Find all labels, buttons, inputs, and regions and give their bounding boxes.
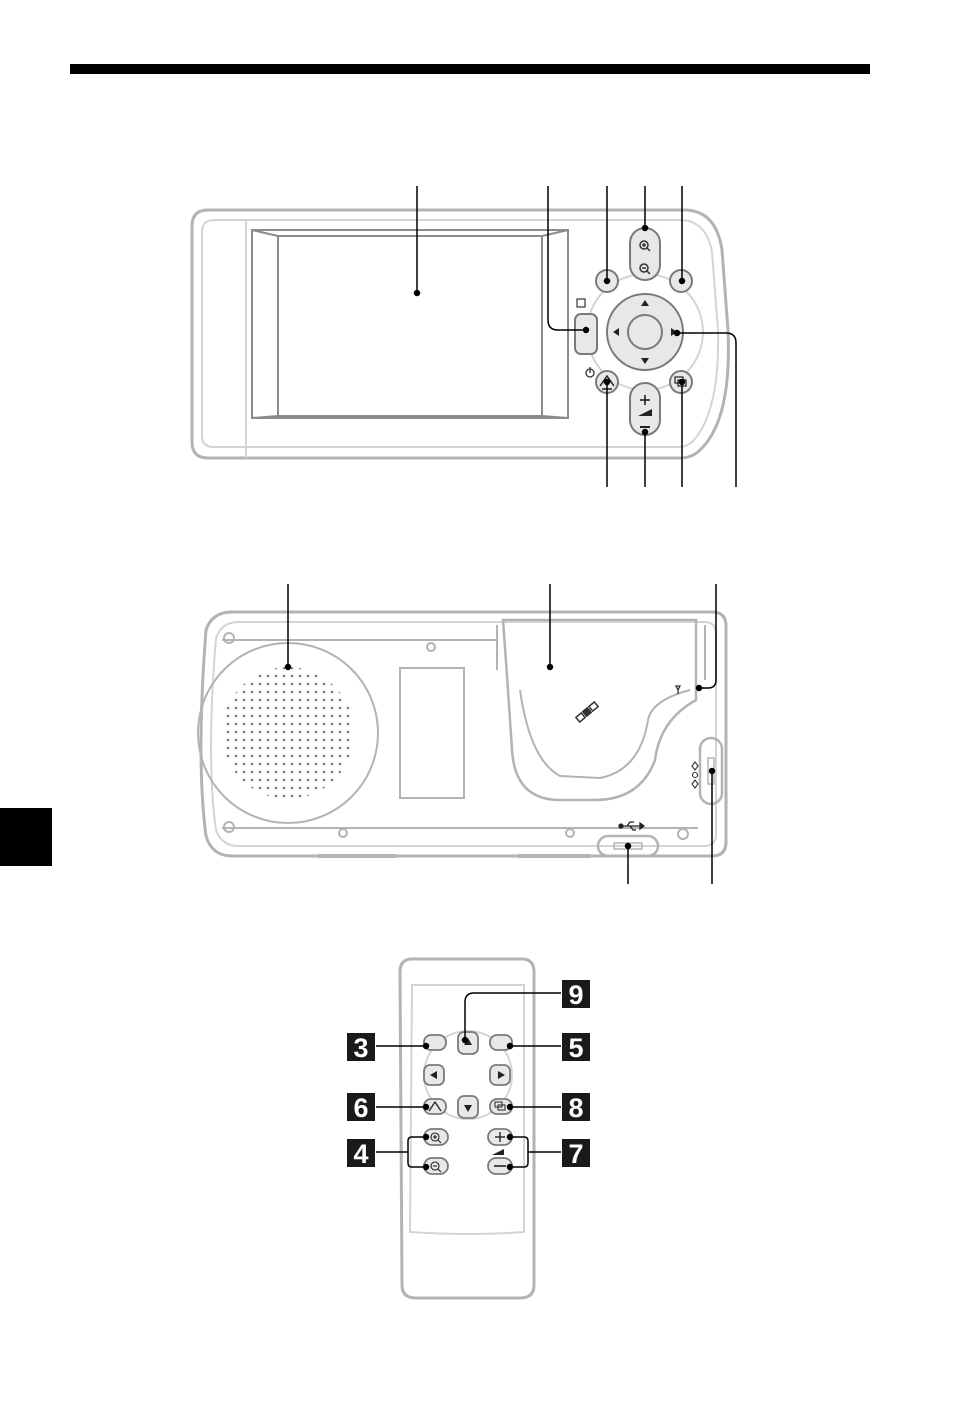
screw bbox=[566, 829, 574, 837]
screw bbox=[427, 643, 435, 651]
dpad-center-button[interactable] bbox=[628, 315, 662, 349]
screen-bezel bbox=[252, 230, 568, 418]
remote-body-outline bbox=[400, 959, 534, 1298]
gps-antenna-flap bbox=[503, 620, 696, 800]
screw bbox=[678, 829, 688, 839]
callout-6: 6 bbox=[347, 1093, 375, 1123]
screw bbox=[339, 829, 347, 837]
svg-text:6: 6 bbox=[353, 1093, 368, 1123]
callout-9: 9 bbox=[562, 980, 590, 1010]
svg-text:9: 9 bbox=[568, 980, 583, 1010]
speaker-grille-icon bbox=[222, 667, 354, 799]
callout-7: 7 bbox=[562, 1139, 590, 1169]
remote-control bbox=[400, 959, 534, 1298]
screw bbox=[224, 633, 234, 643]
callout-3: 3 bbox=[347, 1033, 375, 1063]
callout-8: 8 bbox=[562, 1093, 590, 1123]
gps-flap-hinge bbox=[497, 625, 705, 680]
remote-callouts: 9 3 5 6 8 4 7 bbox=[347, 980, 590, 1169]
svg-text:7: 7 bbox=[568, 1139, 583, 1169]
callout-4: 4 bbox=[347, 1139, 375, 1169]
svg-text:3: 3 bbox=[353, 1033, 368, 1063]
lcd-screen bbox=[278, 236, 542, 416]
stop-button[interactable] bbox=[575, 314, 597, 354]
stop-square-icon bbox=[577, 299, 585, 307]
gps-flap-inner bbox=[520, 690, 690, 778]
svg-text:5: 5 bbox=[568, 1033, 583, 1063]
svg-text:4: 4 bbox=[353, 1139, 368, 1169]
callout-5: 5 bbox=[562, 1033, 590, 1063]
volume-ramp-icon bbox=[492, 1149, 504, 1155]
rear-label-panel bbox=[400, 668, 464, 798]
satellite-icon bbox=[576, 702, 598, 722]
section-side-tab bbox=[0, 808, 52, 866]
header-rule bbox=[70, 64, 870, 74]
svg-text:8: 8 bbox=[568, 1093, 583, 1123]
power-icon bbox=[586, 367, 594, 377]
dc-in-icon bbox=[692, 762, 698, 788]
